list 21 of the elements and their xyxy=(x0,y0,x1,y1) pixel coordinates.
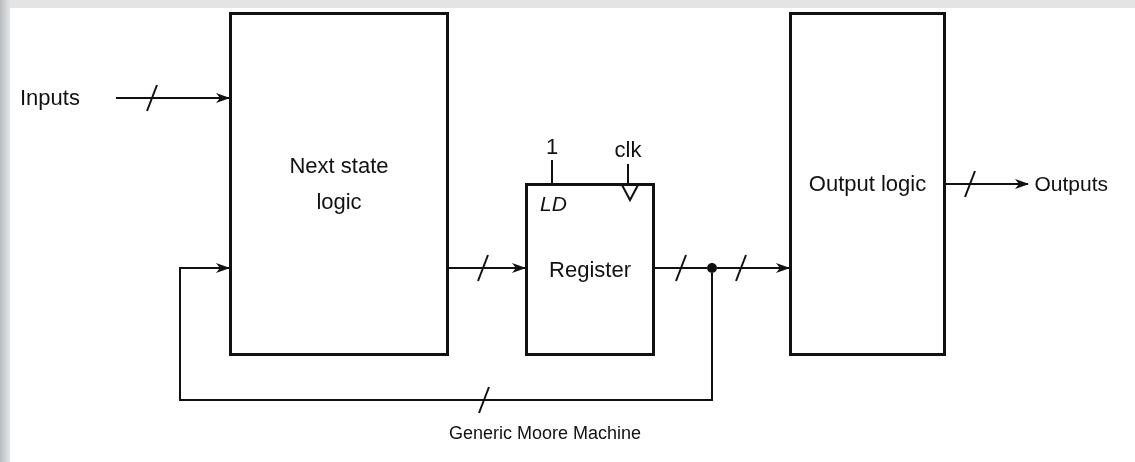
logic-block xyxy=(229,12,449,356)
wire xyxy=(627,163,629,184)
load-pin-label: LD xyxy=(540,192,567,216)
caption: Generic Moore Machine xyxy=(447,423,643,444)
logic-block xyxy=(789,12,946,356)
arrow xyxy=(716,263,790,273)
wire xyxy=(551,159,553,184)
block-label: Next state logic xyxy=(288,152,390,216)
signal-label: clk xyxy=(606,136,650,164)
arrow xyxy=(179,263,713,401)
arrow xyxy=(945,179,1029,189)
signal-label: Inputs xyxy=(20,84,116,112)
wire xyxy=(654,267,708,269)
signal-label: Outputs xyxy=(1028,170,1108,198)
signal-label: 1 xyxy=(544,134,560,160)
arrow xyxy=(448,263,526,273)
block-label: Output logic xyxy=(807,170,928,198)
block-label: Register xyxy=(548,255,632,284)
register-block xyxy=(525,183,655,356)
arrow xyxy=(115,93,230,103)
junction-dot xyxy=(707,263,717,273)
